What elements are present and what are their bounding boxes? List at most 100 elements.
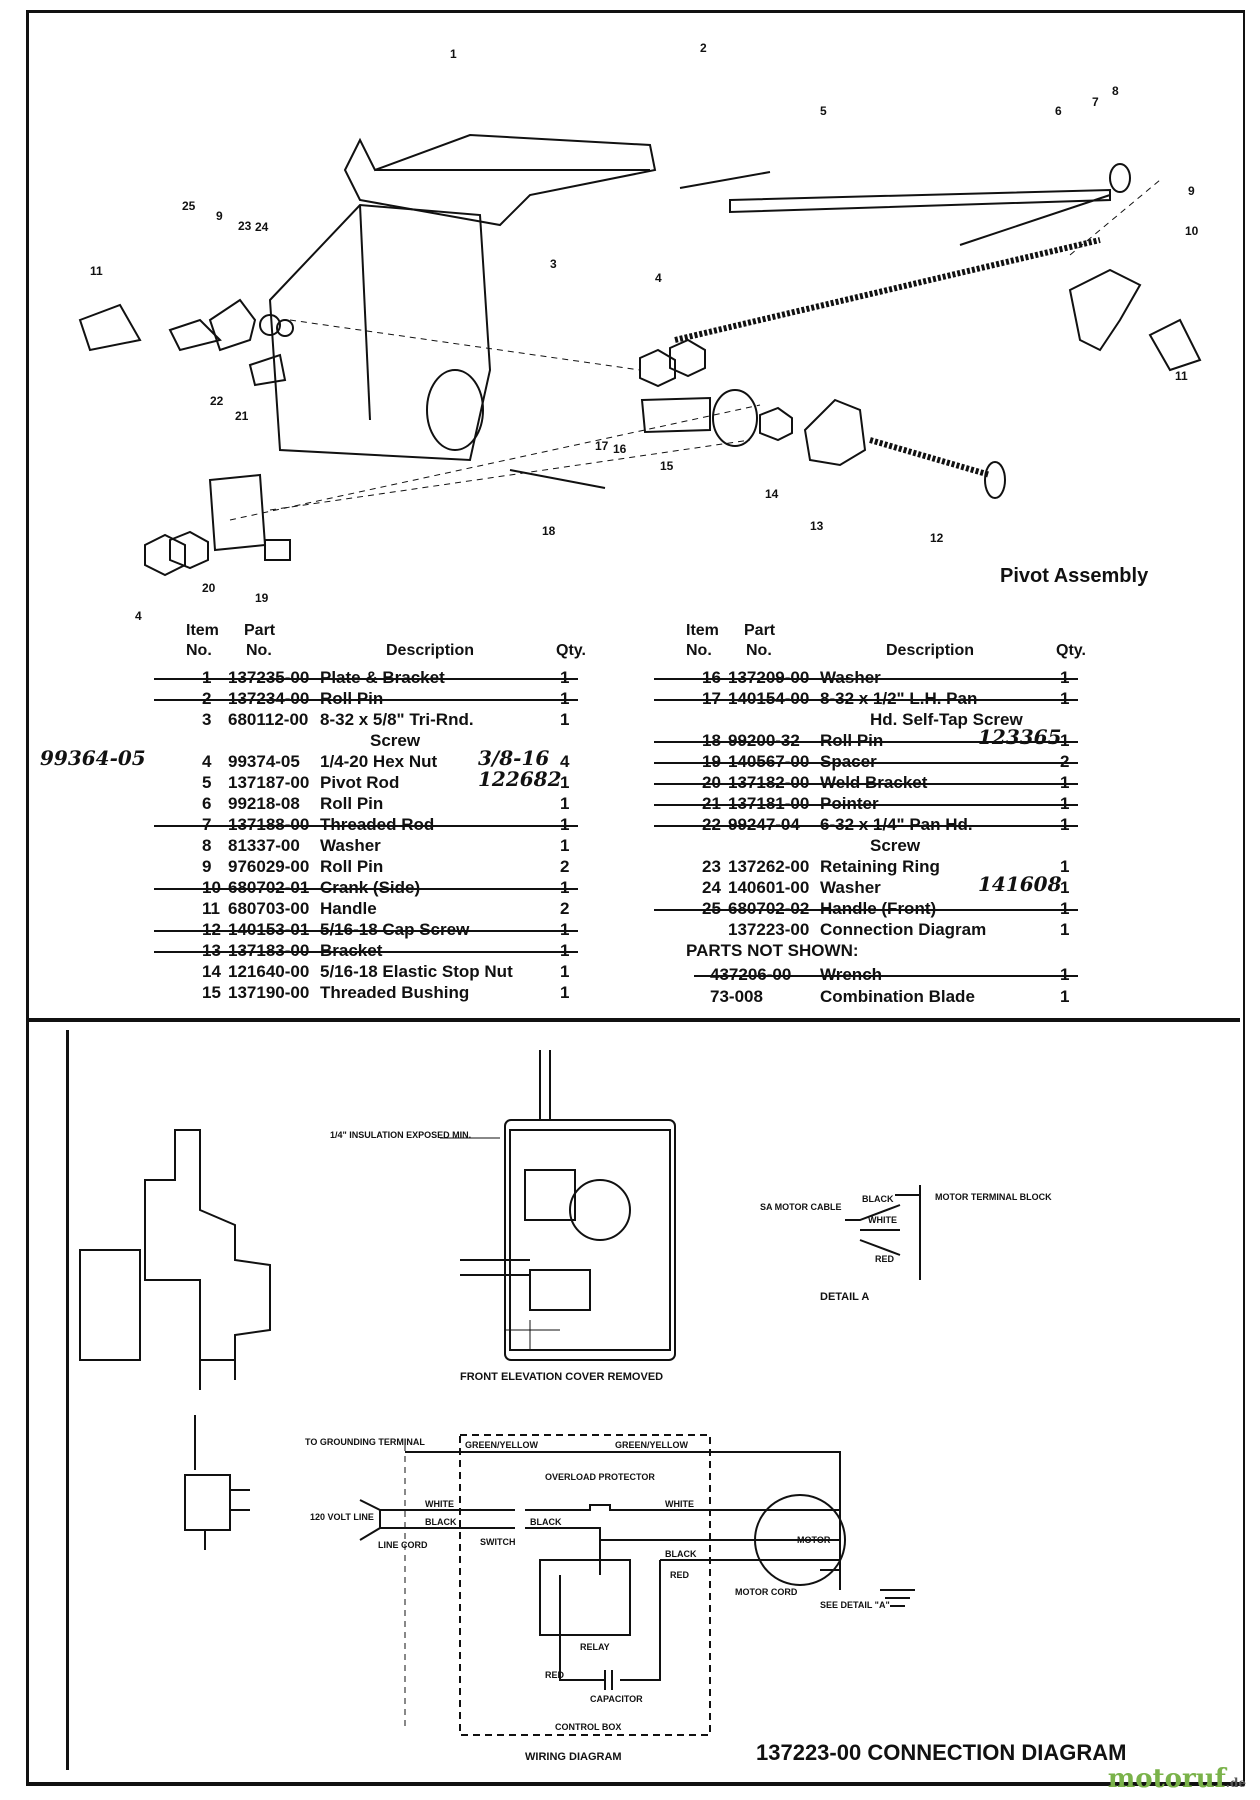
detail-a-caption: DETAIL A — [820, 1291, 869, 1303]
table-row — [654, 689, 1078, 709]
table-row — [654, 899, 1078, 919]
callout-13: 13 — [810, 519, 824, 533]
insulation-note: 1/4" INSULATION EXPOSED MIN. — [330, 1130, 471, 1140]
part-quantity: 1 — [1060, 899, 1070, 918]
callout-19: 19 — [255, 591, 269, 605]
grounding-label: TO GROUNDING TERMINAL — [305, 1437, 425, 1447]
callout-4: 4 — [655, 271, 662, 285]
part-number: 137235-00 — [228, 668, 310, 687]
part-number: 137234-00 — [228, 689, 310, 708]
item-number: 10 — [202, 878, 221, 897]
part-number: 137182-00 — [728, 773, 810, 792]
callout-24: 24 — [255, 220, 269, 234]
watermark-tld: .de — [1225, 1776, 1246, 1790]
item-number: 20 — [702, 773, 721, 792]
item-number: 18 — [702, 731, 721, 750]
line-120-label: 120 VOLT LINE — [310, 1512, 374, 1522]
black-label-right: BLACK — [665, 1549, 697, 1559]
part-number: 976029-00 — [228, 857, 310, 876]
part-description: Handle (Front) — [820, 899, 937, 918]
motor-cord-label: MOTOR CORD — [735, 1587, 798, 1597]
part-number: 680112-00 — [228, 710, 309, 729]
callout-6: 6 — [1055, 104, 1062, 118]
part-description: Wrench — [820, 965, 883, 984]
item-number: 15 — [202, 983, 221, 1002]
table-row — [654, 668, 1078, 688]
callout-14: 14 — [765, 487, 779, 501]
part-quantity: 1 — [1060, 878, 1070, 897]
handwritten-note: 123365 — [978, 725, 1062, 749]
part-description: Connection Diagram — [820, 920, 987, 939]
part-description: Spacer — [820, 752, 877, 771]
part-number: 140567-00 — [728, 752, 810, 771]
part-description-cont: Screw — [370, 731, 421, 750]
callout-3: 3 — [550, 257, 557, 271]
part-quantity: 1 — [1060, 794, 1070, 813]
item-number: 24 — [702, 878, 721, 897]
see-detail-label: SEE DETAIL "A" — [820, 1600, 890, 1610]
top-frame — [26, 10, 1245, 1023]
header-part: Part — [244, 622, 276, 639]
part-quantity: 1 — [560, 710, 570, 729]
part-quantity: 1 — [1060, 965, 1070, 984]
part-description: 8-32 x 1/2" L.H. Pan — [820, 689, 978, 708]
red-label-cap: RED — [545, 1670, 565, 1680]
detail-black: BLACK — [862, 1194, 894, 1204]
part-number: 437206-00 — [710, 965, 792, 984]
item-number: 6 — [202, 794, 212, 813]
part-description: Roll Pin — [820, 731, 884, 750]
wiring-drawing: 1/4" INSULATION EXPOSED MIN. FRONT ELEVA… — [79, 1050, 1052, 1763]
part-quantity: 1 — [560, 941, 570, 960]
header-part-no: No. — [246, 642, 272, 659]
detail-white: WHITE — [868, 1215, 897, 1225]
white-label-right: WHITE — [665, 1499, 694, 1509]
green-yellow-left: GREEN/YELLOW — [465, 1440, 539, 1450]
table-row — [694, 965, 1078, 985]
item-number: 13 — [202, 941, 221, 960]
handwritten-note: 99364-05 — [40, 746, 146, 770]
callout-23: 23 — [238, 219, 252, 233]
part-description: Threaded Rod — [320, 815, 435, 834]
part-number: 137188-00 — [228, 815, 310, 834]
callout-25: 25 — [182, 199, 196, 213]
callout-7: 7 — [1092, 95, 1099, 109]
part-description: Roll Pin — [320, 857, 384, 876]
part-quantity: 1 — [560, 815, 570, 834]
relay-label: RELAY — [580, 1642, 610, 1652]
capacitor-label: CAPACITOR — [590, 1694, 643, 1704]
control-box-label: CONTROL BOX — [555, 1722, 621, 1732]
part-description: Plate & Bracket — [320, 668, 445, 687]
item-number: 23 — [702, 857, 721, 876]
header-part-r: Part — [744, 622, 776, 639]
item-number: 11 — [202, 899, 220, 918]
item-number: 22 — [702, 815, 721, 834]
part-number: 137223-00 — [728, 920, 810, 939]
black-label-left: BLACK — [425, 1517, 457, 1527]
part-quantity: 1 — [560, 794, 570, 813]
item-number: 9 — [202, 857, 212, 876]
part-quantity: 1 — [560, 920, 570, 939]
part-description: Roll Pin — [320, 689, 384, 708]
part-description: Pivot Rod — [320, 773, 400, 792]
callout-4-lower: 4 — [135, 609, 142, 620]
part-description: 1/4-20 Hex Nut — [320, 752, 438, 771]
part-quantity: 1 — [560, 878, 570, 897]
part-quantity: 2 — [560, 899, 570, 918]
handwritten-note: 3/8-16 — [478, 746, 550, 770]
detail-terminal-block: MOTOR TERMINAL BLOCK — [935, 1192, 1052, 1202]
item-number: 14 — [202, 962, 221, 981]
watermark: motoruf.de — [1108, 1764, 1246, 1794]
wiring-diagram-caption: WIRING DIAGRAM — [525, 1751, 622, 1763]
part-number: 99218-08 — [228, 794, 300, 813]
detail-red: RED — [875, 1254, 895, 1264]
part-number: 137262-00 — [728, 857, 810, 876]
parts-not-shown-title: PARTS NOT SHOWN: — [686, 941, 859, 960]
part-number: 121640-00 — [228, 962, 310, 981]
item-number: 16 — [702, 668, 721, 687]
part-quantity: 1 — [1060, 668, 1070, 687]
part-description: 5/16-18 Cap Screw — [320, 920, 470, 939]
table-row — [154, 668, 578, 688]
part-description: Roll Pin — [320, 794, 384, 813]
callout-2: 2 — [700, 41, 707, 55]
